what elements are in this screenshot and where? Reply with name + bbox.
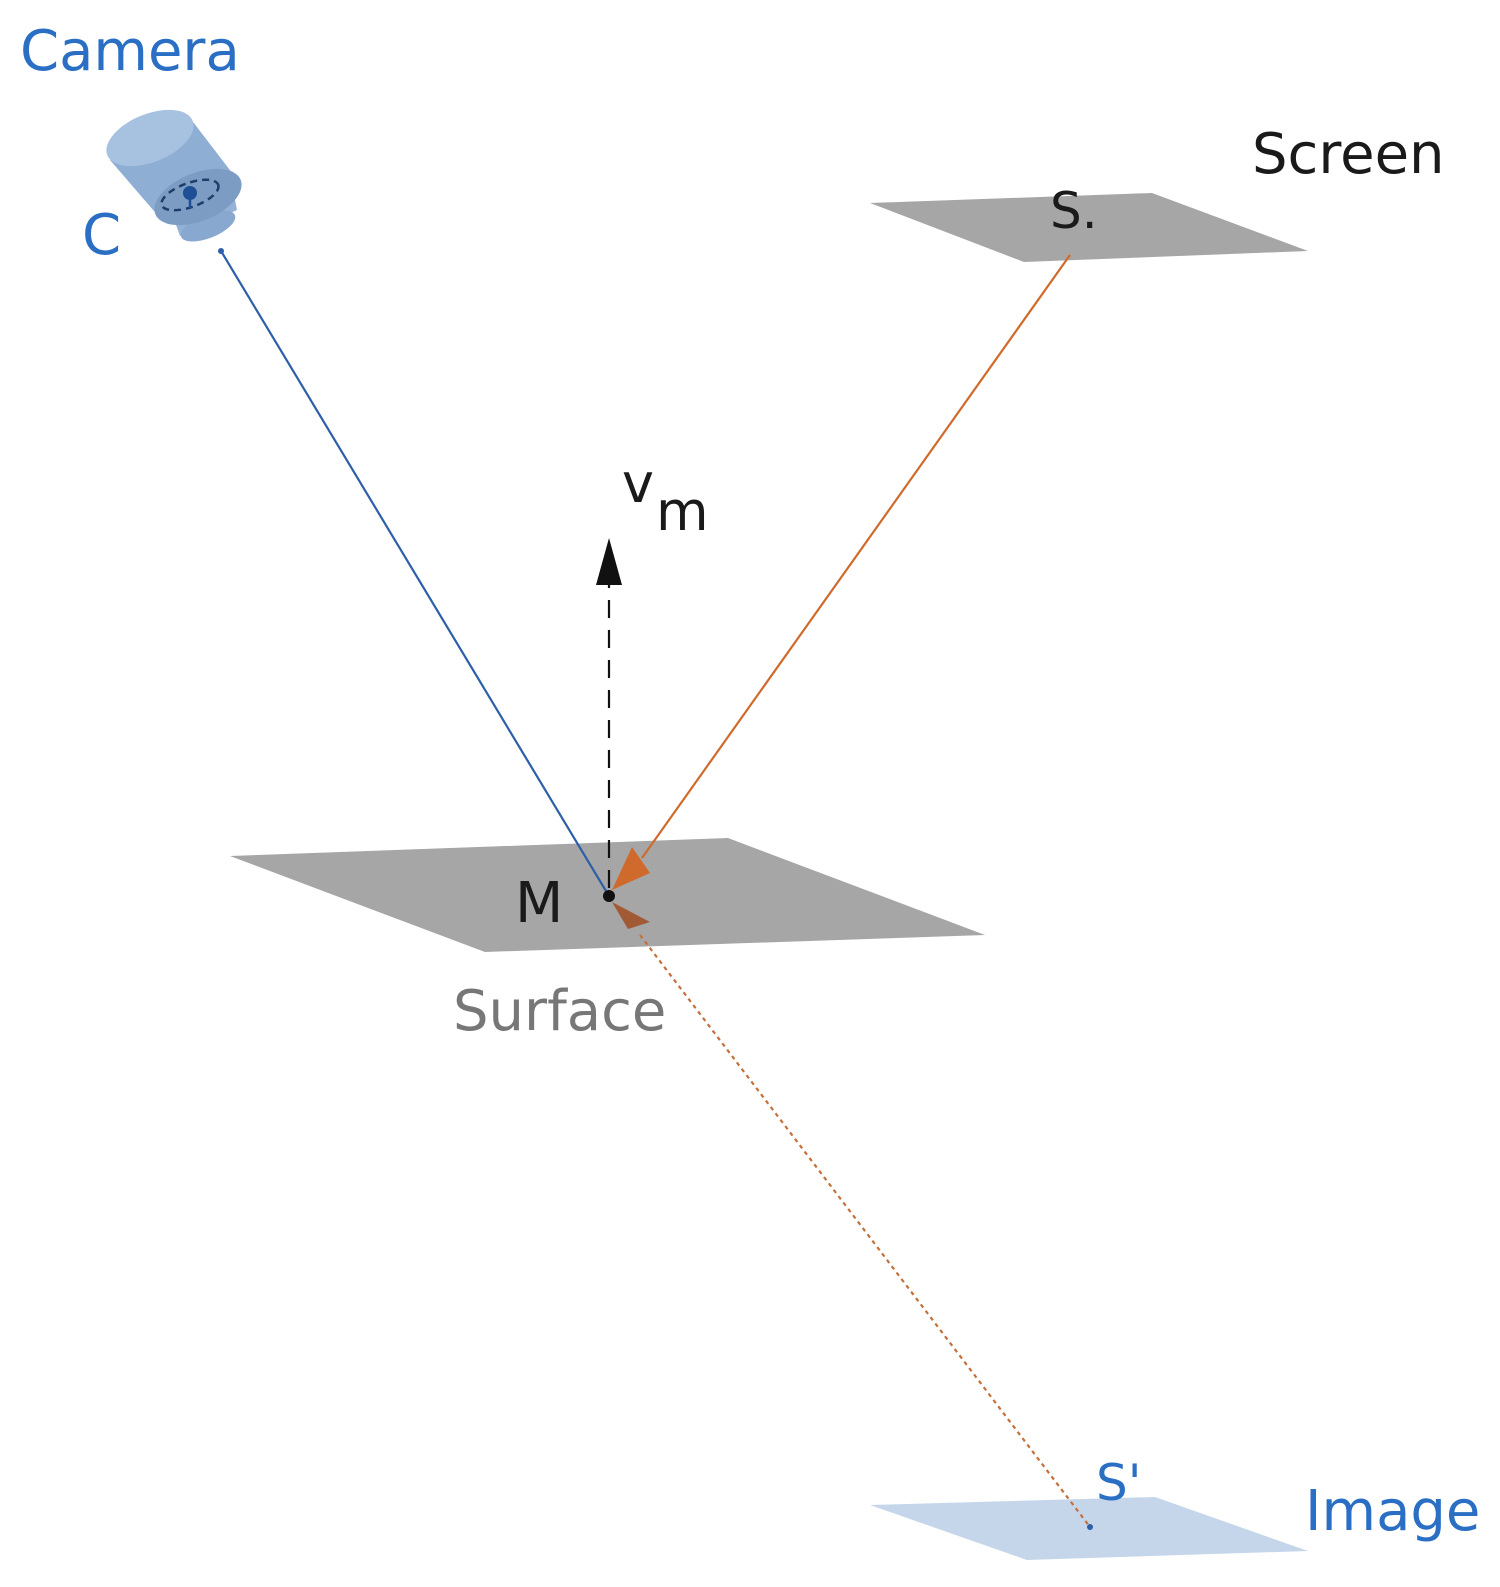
camera-point-marker xyxy=(218,248,224,254)
image-point-label: S' xyxy=(1096,1454,1141,1512)
image-point-marker xyxy=(1087,1524,1093,1530)
camera-icon xyxy=(106,109,242,242)
screen-plane xyxy=(870,193,1308,262)
screen-label: Screen xyxy=(1252,122,1445,187)
camera-label: Camera xyxy=(20,19,240,84)
incident-ray xyxy=(641,254,1071,859)
virtual-ray-arrowhead xyxy=(612,902,650,929)
camera-ray xyxy=(220,250,610,897)
surface-point-label: M xyxy=(515,871,563,936)
camera-point-label: C xyxy=(82,203,121,268)
virtual-ray xyxy=(639,934,1091,1528)
normal-vector-label: vm xyxy=(622,452,709,543)
normal-vector-subscript: m xyxy=(656,480,709,543)
arrow-up-icon xyxy=(596,538,622,585)
incident-ray-arrowhead xyxy=(612,847,650,890)
surface-label: Surface xyxy=(453,979,666,1044)
image-label: Image xyxy=(1305,1479,1480,1544)
surface-point-marker xyxy=(603,890,615,902)
normal-vector-symbol: v xyxy=(622,452,654,515)
screen-point-label: S. xyxy=(1050,182,1098,240)
